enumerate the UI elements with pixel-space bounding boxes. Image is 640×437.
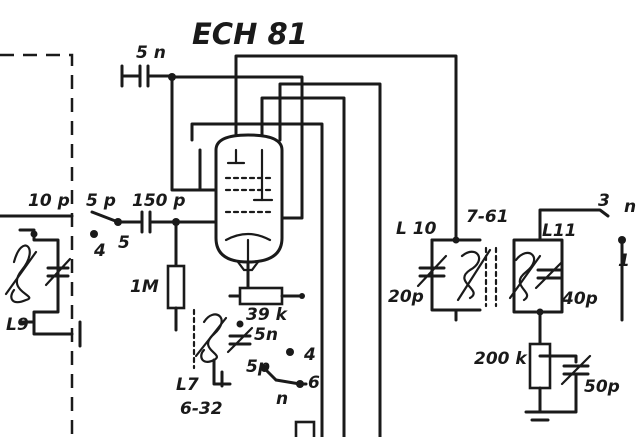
label-switch-4-left: 4 (93, 241, 106, 261)
wire-triode-grid (190, 122, 324, 437)
label-r-39k: 39 k (246, 305, 289, 325)
label-c-5n-mid: 5n (254, 325, 278, 345)
resistor-1m (166, 220, 186, 332)
label-c-40p: 40p (561, 289, 598, 309)
shield-boundary (0, 53, 74, 437)
label-coil-7-61: 7-61 (466, 207, 509, 227)
wire-triode-anode (260, 96, 346, 437)
wire-anode-feed (278, 82, 382, 437)
tube-ech81 (214, 133, 284, 272)
label-c-5p-bottom: 5p (246, 357, 270, 377)
label-switch-6: 6 (308, 373, 320, 393)
capacitor-150p (140, 210, 218, 234)
resistor-39k (228, 286, 305, 306)
label-switch-5-left: 5 (118, 233, 130, 253)
coil-l9-group (4, 228, 82, 348)
label-c-150p: 150 p (132, 191, 186, 211)
label-switch-1: 1 (618, 251, 630, 271)
coil-l7-group (192, 308, 254, 388)
resistor-200k (524, 342, 592, 422)
label-coil-l9: L9 (6, 315, 29, 335)
label-r-1m: 1M (130, 277, 159, 297)
wire-anode-hexode (234, 54, 458, 242)
label-dot-4: 4 (303, 345, 316, 365)
label-c-50p: 50p (584, 377, 620, 397)
wire-screen-grid (170, 75, 220, 192)
label-c-20p: 20p (388, 287, 424, 307)
label-coil-l7-number: 6-32 (180, 399, 223, 419)
label-switch-3: 3 (598, 191, 610, 211)
label-switch-n-right: n (624, 197, 636, 217)
label-switch-n: n (276, 389, 288, 409)
coil-l11-group (508, 208, 610, 346)
label-c-5p: 5 p (86, 191, 116, 211)
band-switch-left (90, 210, 142, 238)
label-coil-l11: L11 (542, 221, 577, 241)
band-switch-right (618, 236, 626, 322)
label-coil-l7: L7 (176, 375, 199, 395)
label-c-5n-top: 5 n (136, 43, 166, 63)
capacitor-5n-top (120, 64, 176, 88)
coil-l10-group (416, 236, 498, 322)
label-coil-l10: L 10 (396, 219, 437, 239)
label-r-200k: 200 k (474, 349, 528, 369)
wire-grid-tap (198, 148, 216, 192)
tube-label: ECH 81 (192, 17, 308, 51)
oscillator-switch (260, 348, 316, 437)
label-c-10p: 10 p (28, 191, 70, 211)
